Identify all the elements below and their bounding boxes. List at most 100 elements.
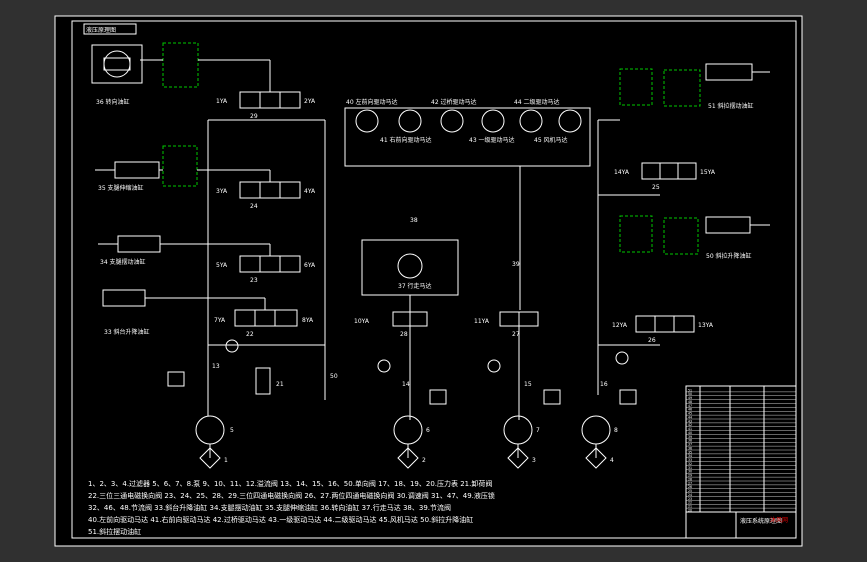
svg-text:34 支腿摆动油缸: 34 支腿摆动油缸 xyxy=(100,258,146,266)
valve-26: 12YA 13YA 26 xyxy=(612,315,714,344)
check-50-label: 50 xyxy=(330,373,338,380)
svg-text:41 右前向驱动马达: 41 右前向驱动马达 xyxy=(380,136,432,144)
svg-text:23: 23 xyxy=(250,277,258,284)
title-block-row: 44 xyxy=(688,415,692,419)
title-block-row: 33 xyxy=(688,458,692,462)
svg-text:15: 15 xyxy=(524,381,532,388)
relief-9 xyxy=(167,371,185,387)
svg-text:5: 5 xyxy=(230,427,234,434)
svg-text:37 行走马达: 37 行走马达 xyxy=(398,282,432,290)
cylinder-51: 51 斜拉摆动油缸 xyxy=(705,63,770,110)
svg-text:36 转向油缸: 36 转向油缸 xyxy=(96,98,130,106)
throttle-46 xyxy=(663,69,701,107)
svg-text:42 过桥驱动马达: 42 过桥驱动马达 xyxy=(431,98,477,106)
title-block-row: 37 xyxy=(688,443,692,447)
svg-text:38: 38 xyxy=(410,217,418,224)
svg-text:1YA: 1YA xyxy=(216,98,228,105)
title-tag-box xyxy=(83,23,137,35)
title-block-row: 38 xyxy=(688,439,692,443)
title-block-row: 40 xyxy=(688,431,692,435)
lock-32 xyxy=(162,145,198,187)
relief-11 xyxy=(543,389,561,405)
svg-text:4YA: 4YA xyxy=(304,188,316,195)
valve-22: 7YA 8YA 22 xyxy=(214,309,314,338)
svg-text:12YA: 12YA xyxy=(612,322,628,329)
svg-text:6YA: 6YA xyxy=(304,262,316,269)
title-block-row: 48 xyxy=(688,400,692,404)
title-tag: 液压原理图 xyxy=(86,26,116,34)
svg-text:25: 25 xyxy=(652,184,660,191)
title-block-row: 49 xyxy=(688,396,692,400)
lock-47 xyxy=(619,68,653,106)
pump-8: 84 xyxy=(581,415,618,469)
svg-text:6: 6 xyxy=(426,427,430,434)
svg-text:8YA: 8YA xyxy=(302,317,314,324)
title-block-row: 47 xyxy=(688,404,692,408)
svg-text:2YA: 2YA xyxy=(304,98,316,105)
sheet-border xyxy=(54,15,803,547)
title-block-row: 20 xyxy=(688,508,692,512)
svg-text:14: 14 xyxy=(402,381,410,388)
title-block-row: 25 xyxy=(688,489,692,493)
title-block-row: 46 xyxy=(688,408,692,412)
title-block-row: 30 xyxy=(688,470,692,474)
title-block-row: 43 xyxy=(688,419,692,423)
svg-text:40.左前向驱动马达 41.右前向驱动马达 42.过桥驱动马: 40.左前向驱动马达 41.右前向驱动马达 42.过桥驱动马达 43.一级驱动马… xyxy=(88,515,473,524)
motor-bank: 40 左前向驱动马达 42 过桥驱动马达 44 二级驱动马达 41 右前向驱动马… xyxy=(344,98,591,167)
svg-text:44 二级驱动马达: 44 二级驱动马达 xyxy=(514,98,560,106)
title-block-row: 21 xyxy=(688,505,692,509)
title-block-row: 26 xyxy=(688,485,692,489)
title-block-row: 29 xyxy=(688,474,692,478)
title-block-row: 35 xyxy=(688,450,692,454)
unloading-valve-21 xyxy=(255,367,271,395)
svg-text:28: 28 xyxy=(400,331,408,338)
drawing-title: 液压系统原理图 xyxy=(740,517,782,525)
relief-10 xyxy=(429,389,447,405)
svg-text:4: 4 xyxy=(610,457,614,464)
cylinder-36: 36 转向油缸 xyxy=(91,44,143,106)
svg-text:33 斜台升降油缸: 33 斜台升降油缸 xyxy=(104,328,150,336)
title-block-row: 24 xyxy=(688,493,692,497)
svg-text:13YA: 13YA xyxy=(698,322,714,329)
svg-text:40 左前向驱动马达: 40 左前向驱动马达 xyxy=(346,98,398,106)
title-block: 5150494847464544434241403938373635343332… xyxy=(685,385,797,539)
svg-text:51.斜拉摆动油缸: 51.斜拉摆动油缸 xyxy=(88,527,141,536)
cylinder-50: 50 斜拉升降油缸 xyxy=(705,216,770,260)
gauge-18 xyxy=(377,359,391,373)
svg-text:29: 29 xyxy=(250,113,258,120)
svg-text:43 一级驱动马达: 43 一级驱动马达 xyxy=(469,136,515,144)
svg-text:7YA: 7YA xyxy=(214,317,226,324)
svg-text:1: 1 xyxy=(224,457,228,464)
title-block-row: 50 xyxy=(688,392,692,396)
svg-text:26: 26 xyxy=(648,337,656,344)
svg-text:24: 24 xyxy=(250,203,258,210)
svg-text:22: 22 xyxy=(246,331,254,338)
svg-text:7: 7 xyxy=(536,427,540,434)
lock-31 xyxy=(162,42,199,88)
relief-12 xyxy=(619,389,637,405)
throttle-48 xyxy=(663,217,699,255)
svg-text:27: 27 xyxy=(512,331,520,338)
svg-text:3YA: 3YA xyxy=(216,188,228,195)
title-block-row: 22 xyxy=(688,501,692,505)
svg-text:3: 3 xyxy=(532,457,536,464)
svg-text:8: 8 xyxy=(614,427,618,434)
svg-text:1、2、3、4.过滤器 5、6、7、8.泵 9、10、11、: 1、2、3、4.过滤器 5、6、7、8.泵 9、10、11、12.溢流阀 13、… xyxy=(88,479,492,488)
inner-frame xyxy=(71,20,797,539)
label-21: 21 xyxy=(276,381,284,388)
svg-text:45 风机马达: 45 风机马达 xyxy=(534,136,568,144)
title-block-row: 39 xyxy=(688,435,692,439)
pump-7: 73 xyxy=(503,415,540,469)
title-block-row: 36 xyxy=(688,446,692,450)
pump-5: 51 xyxy=(195,415,234,469)
pump-6: 62 xyxy=(393,415,430,469)
gauge-19 xyxy=(487,359,501,373)
svg-text:16: 16 xyxy=(600,381,608,388)
svg-text:32、46、48.节流阀 33.斜台升降油缸 34.支腿摆动: 32、46、48.节流阀 33.斜台升降油缸 34.支腿摆动油缸 35.支腿伸缩… xyxy=(88,503,451,512)
svg-text:11YA: 11YA xyxy=(474,318,490,325)
svg-text:2: 2 xyxy=(422,457,426,464)
svg-text:10YA: 10YA xyxy=(354,318,370,325)
